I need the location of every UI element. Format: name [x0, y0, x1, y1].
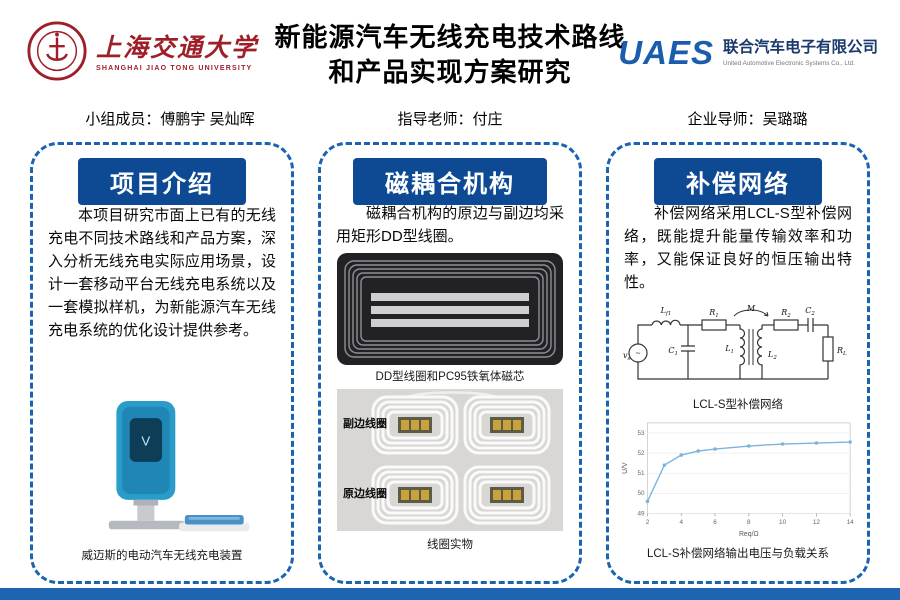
svg-text:4: 4 — [680, 519, 684, 526]
section-card-intro: 项目介绍 本项目研究市面上已有的无线充电不同技术路线和产品方案，深入分析无线充电… — [30, 142, 294, 584]
compensation-body-text: 补偿网络采用LCL-S型补偿网络，既能提升能量传输效率和功率，又能保证良好的恒压… — [624, 205, 852, 291]
poster-title-line2: 和产品实现方案研究 — [328, 57, 572, 88]
section-card-compensation: 补偿网络 补偿网络采用LCL-S型补偿网络，既能提升能量传输效率和功率，又能保证… — [606, 142, 870, 584]
svg-text:12: 12 — [813, 519, 821, 526]
sjtu-logo: 上海交通大学 SHANGHAI JIAO TONG UNIVERSITY — [26, 20, 258, 87]
section-card-coupling: 磁耦合机构 磁耦合机构的原边与副边均采用矩形DD型线圈。 DD型线圈和PC95铁… — [318, 142, 582, 584]
lcl-s-circuit-figure: vs Lf1 C1 R1 L1 M L2 R2 C2 RL ~ — [622, 301, 854, 398]
svg-text:10: 10 — [779, 519, 787, 526]
svg-text:51: 51 — [637, 470, 645, 477]
svg-text:14: 14 — [847, 519, 855, 526]
svg-text:vs: vs — [623, 351, 631, 362]
svg-text:2: 2 — [646, 519, 650, 526]
svg-text:R2: R2 — [780, 308, 791, 319]
svg-text:C1: C1 — [668, 346, 678, 357]
voltage-load-chart: 49 50 51 52 53 2 4 6 8 10 12 14 U/V Req/Ω — [618, 415, 858, 544]
dd-coil-caption: DD型线圈和PC95铁氧体磁芯 — [375, 371, 525, 383]
coupling-body-text: 磁耦合机构的原边与副边均采用矩形DD型线圈。 — [336, 205, 564, 245]
poster-title-line1: 新能源汽车无线充电技术路线 — [274, 22, 626, 52]
svg-text:L1: L1 — [724, 344, 734, 355]
svg-text:U/V: U/V — [622, 462, 629, 474]
poster-title: 新能源汽车无线充电技术路线 和产品实现方案研究 — [270, 20, 630, 90]
bottom-accent-bar — [0, 588, 900, 600]
chart-caption: LCL-S补偿网络输出电压与负载关系 — [646, 548, 830, 560]
sjtu-seal-icon — [26, 20, 88, 87]
svg-text:RL: RL — [836, 346, 847, 357]
uaes-company-name: 联合汽车电子有限公司 United Automotive Electronic … — [723, 39, 878, 67]
secondary-coil-label: 副边线圈 — [343, 418, 387, 430]
uaes-logo-block: UAES 联合汽车电子有限公司 United Automotive Electr… — [618, 34, 878, 72]
svg-text:50: 50 — [637, 490, 645, 497]
svg-text:6: 6 — [713, 519, 717, 526]
svg-text:49: 49 — [637, 510, 645, 517]
coil-photo-figure: 副边线圈 原边线圈 — [337, 389, 563, 531]
uaes-name-en: United Automotive Electronic Systems Co.… — [722, 59, 855, 67]
intro-body-text: 本项目研究市面上已有的无线充电不同技术路线和产品方案，深入分析无线充电实际应用场… — [48, 207, 276, 339]
circuit-caption: LCL-S型补偿网络 — [692, 399, 784, 411]
mentor-label: 企业导师：吴璐璐 — [687, 111, 808, 128]
svg-text:M: M — [746, 304, 756, 313]
uaes-name-zh: 联合汽车电子有限公司 — [722, 38, 878, 56]
section-title-intro: 项目介绍 — [78, 158, 246, 205]
primary-coil-label: 原边线圈 — [343, 488, 387, 500]
advisor-label: 指导老师：付庄 — [397, 111, 503, 128]
charging-device-caption: 威迈斯的电动汽车无线充电装置 — [81, 550, 243, 562]
dd-coil-figure — [337, 253, 563, 370]
sjtu-name: 上海交通大学 SHANGHAI JIAO TONG UNIVERSITY — [96, 34, 258, 73]
svg-text:~: ~ — [635, 348, 640, 358]
svg-text:L2: L2 — [767, 350, 777, 361]
svg-text:V: V — [141, 434, 150, 449]
svg-text:C2: C2 — [805, 306, 815, 317]
svg-text:Lf1: Lf1 — [660, 306, 672, 317]
team-members-label: 小组成员：傅鹏宇 吴灿晖 — [85, 111, 255, 128]
charging-device-figure: V — [67, 397, 257, 545]
svg-text:Req/Ω: Req/Ω — [739, 531, 759, 538]
coil-photo-caption: 线圈实物 — [427, 539, 473, 551]
section-title-coupling: 磁耦合机构 — [353, 158, 547, 205]
svg-text:R1: R1 — [708, 308, 719, 319]
sjtu-name-zh: 上海交通大学 — [96, 32, 259, 62]
sjtu-name-en: SHANGHAI JIAO TONG UNIVERSITY — [96, 65, 253, 73]
section-title-compensation: 补偿网络 — [654, 158, 822, 205]
uaes-logo: UAES — [618, 34, 714, 71]
svg-text:53: 53 — [637, 430, 645, 437]
svg-text:52: 52 — [637, 450, 645, 457]
svg-text:8: 8 — [747, 519, 751, 526]
